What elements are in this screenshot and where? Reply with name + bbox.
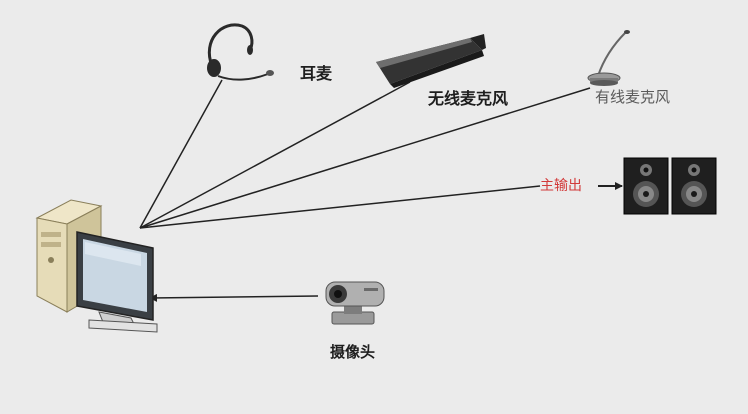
wired-mic-label: 有线麦克风: [595, 88, 671, 106]
wireless-mic-label: 无线麦克风: [428, 89, 509, 108]
headset-icon: [207, 23, 274, 81]
speaker-icon: [623, 157, 717, 215]
arrow-from-camera: [149, 293, 319, 302]
wireless-mic-icon: [376, 34, 486, 88]
computer-icon: [35, 199, 158, 333]
camera-label: 摄像头: [330, 343, 376, 361]
camera-icon: [325, 281, 385, 325]
line-to-wired-mic: [139, 87, 591, 229]
line-to-wireless-mic: [139, 81, 411, 229]
line-to-headset: [139, 79, 223, 229]
line-to-speakers: [139, 185, 541, 229]
headset-label: 耳麦: [300, 64, 333, 83]
gooseneck-mic-icon: [587, 30, 630, 86]
main-output-label: 主输出: [540, 178, 582, 194]
